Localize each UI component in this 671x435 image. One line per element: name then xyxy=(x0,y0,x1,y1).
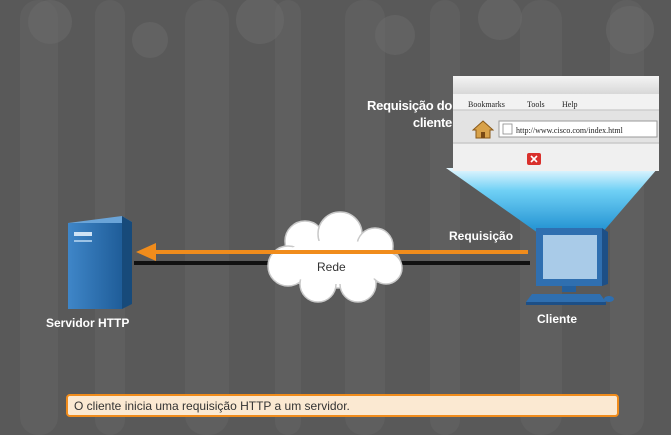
caption-text: O cliente inicia uma requisição HTTP a u… xyxy=(74,399,350,413)
projection-beam xyxy=(446,168,658,233)
server-label: Servidor HTTP xyxy=(46,316,130,330)
request-label: Requisição xyxy=(449,229,514,243)
caption-box: O cliente inicia uma requisição HTTP a u… xyxy=(66,394,619,417)
client-request-label: Requisição do cliente xyxy=(367,98,452,130)
client-label: Cliente xyxy=(537,312,578,326)
menu-bookmarks[interactable]: Bookmarks xyxy=(468,100,505,109)
server-icon xyxy=(68,216,132,309)
menu-tools[interactable]: Tools xyxy=(527,100,545,109)
menu-help[interactable]: Help xyxy=(562,100,578,109)
network-label: Rede xyxy=(317,260,346,274)
client-computer-icon xyxy=(526,228,614,305)
home-icon[interactable] xyxy=(472,119,494,139)
close-tab-icon[interactable] xyxy=(527,153,541,165)
request-arrowhead xyxy=(136,243,156,261)
browser-window: Bookmarks Tools Help http://www.cisco.co… xyxy=(453,76,659,171)
browser-frame xyxy=(453,76,659,171)
address-bar-url[interactable]: http://www.cisco.com/index.html xyxy=(516,126,623,135)
